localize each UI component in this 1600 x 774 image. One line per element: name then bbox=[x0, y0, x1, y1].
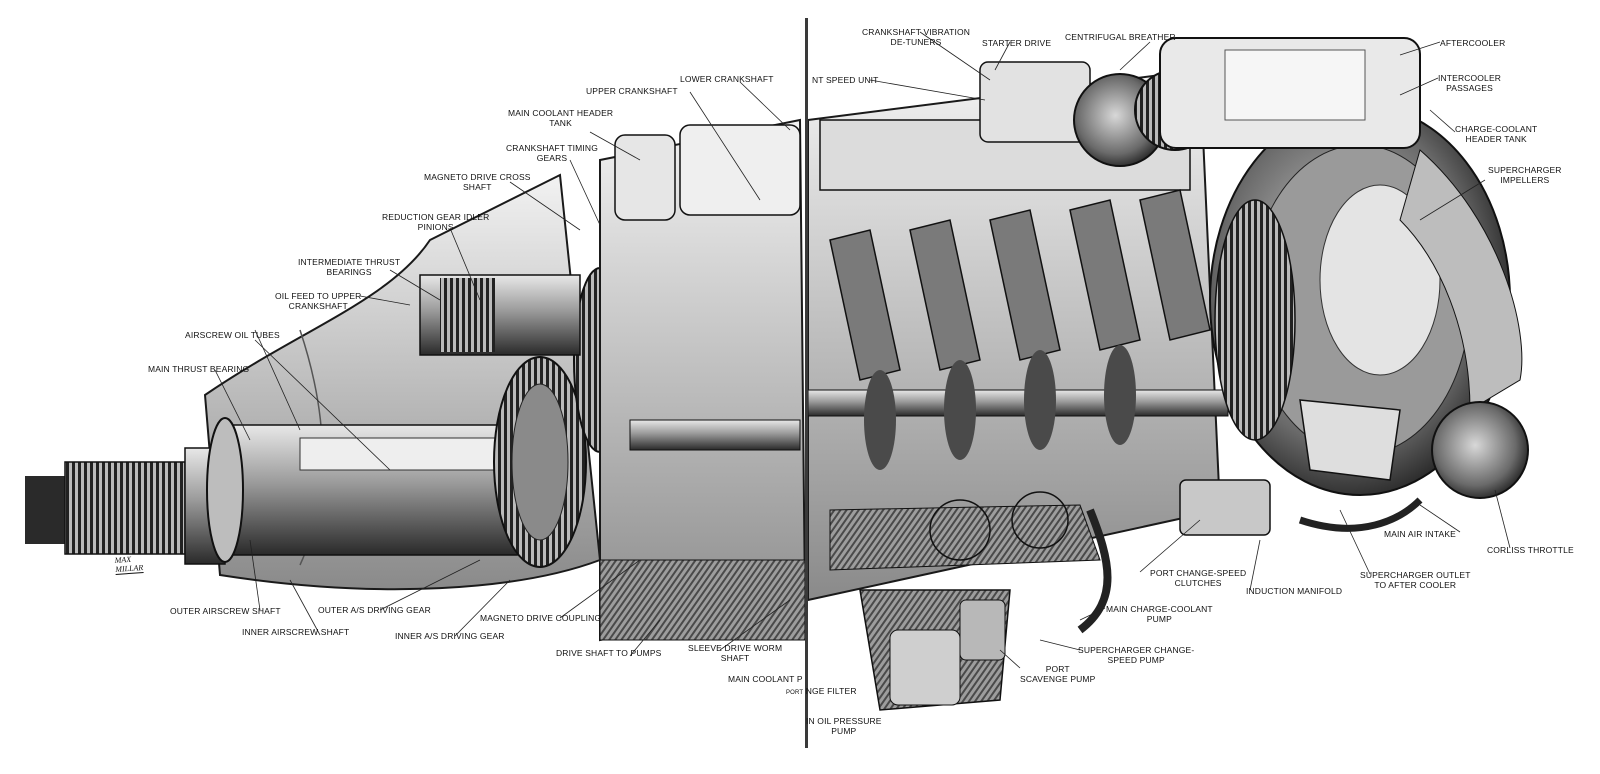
crankcase-right bbox=[807, 68, 1229, 602]
page-fold bbox=[805, 18, 808, 748]
label-upper-crankshaft: UPPER CRANKSHAFT bbox=[586, 86, 678, 96]
label-outer-as-gear: OUTER A/S DRIVING GEAR bbox=[318, 605, 431, 615]
label-main-air-intake: MAIN AIR INTAKE bbox=[1384, 529, 1456, 539]
airscrew-shaft bbox=[25, 417, 526, 565]
label-centrifugal-breather: CENTRIFUGAL BREATHER bbox=[1065, 32, 1176, 42]
label-induction-manifold: INDUCTION MANIFOLD bbox=[1246, 586, 1343, 596]
label-aftercooler: AFTERCOOLER bbox=[1440, 38, 1506, 48]
label-inner-as-gear: INNER A/S DRIVING GEAR bbox=[395, 631, 505, 641]
label-constant-speed-unit: NT SPEED UNIT bbox=[812, 75, 879, 85]
leader-lines bbox=[214, 31, 1511, 669]
label-drive-shaft-pumps: DRIVE SHAFT TO PUMPS bbox=[556, 648, 662, 658]
label-airscrew-oil-tubes: AIRSCREW OIL TUBES bbox=[185, 330, 280, 340]
label-supercharger-change-pump: SUPERCHARGER CHANGE-SPEED PUMP bbox=[1078, 645, 1195, 665]
induction-system bbox=[1077, 399, 1529, 634]
label-corliss-throttle: CORLISS THROTTLE bbox=[1487, 545, 1574, 555]
label-outer-airscrew-shaft: OUTER AIRSCREW SHAFT bbox=[170, 606, 281, 616]
label-porting-filter: PORT NGE FILTER bbox=[786, 686, 857, 696]
label-main-coolant-pump: MAIN COOLANT P bbox=[728, 674, 803, 684]
label-magneto-coupling: MAGNETO DRIVE COUPLING bbox=[480, 613, 602, 623]
label-lower-crankshaft: LOWER CRANKSHAFT bbox=[680, 74, 774, 84]
label-starter-drive: STARTER DRIVE bbox=[982, 38, 1052, 48]
label-inner-airscrew-shaft: INNER AIRSCREW SHAFT bbox=[242, 627, 350, 637]
label-main-thrust-bearing: MAIN THRUST BEARING bbox=[148, 364, 250, 374]
accessory-drives bbox=[979, 61, 1216, 167]
sump-pumps bbox=[859, 589, 1011, 711]
supercharger bbox=[1159, 37, 1523, 496]
crankcase-left bbox=[599, 118, 807, 642]
